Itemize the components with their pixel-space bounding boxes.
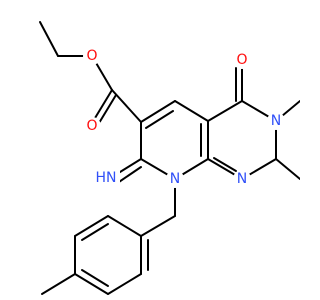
ring-nitrogen-right-label: N bbox=[271, 113, 281, 129]
ring-nitrogen-mid-label: N bbox=[237, 171, 247, 187]
molecule-structure: O O O N N N HN bbox=[39, 21, 300, 295]
ring-nitrogen-left-label: N bbox=[170, 171, 180, 187]
imine-nh-label: HN bbox=[96, 170, 117, 186]
bond-skeleton bbox=[39, 21, 300, 295]
carbonyl-oxygen-label: O bbox=[86, 118, 97, 134]
atom-labels: O O O N N N HN bbox=[83, 47, 285, 188]
ester-oxygen-label: O bbox=[86, 48, 97, 64]
ring-carbonyl-oxygen-label: O bbox=[236, 52, 247, 68]
